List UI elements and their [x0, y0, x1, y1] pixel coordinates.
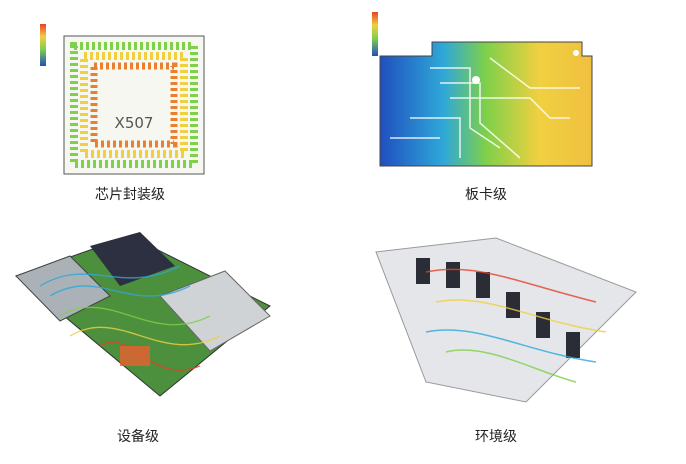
chip-label: X507 [115, 114, 154, 132]
caption-equipment: 设备级 [117, 429, 159, 445]
environment-figure [366, 232, 646, 412]
board-figure [370, 8, 600, 188]
caption-chip-package: 芯片封装级 [95, 187, 165, 203]
chip-package-figure: X507 [38, 18, 208, 178]
caption-board: 板卡级 [465, 187, 507, 203]
equipment-figure [10, 226, 280, 416]
caption-environment: 环境级 [475, 429, 517, 445]
